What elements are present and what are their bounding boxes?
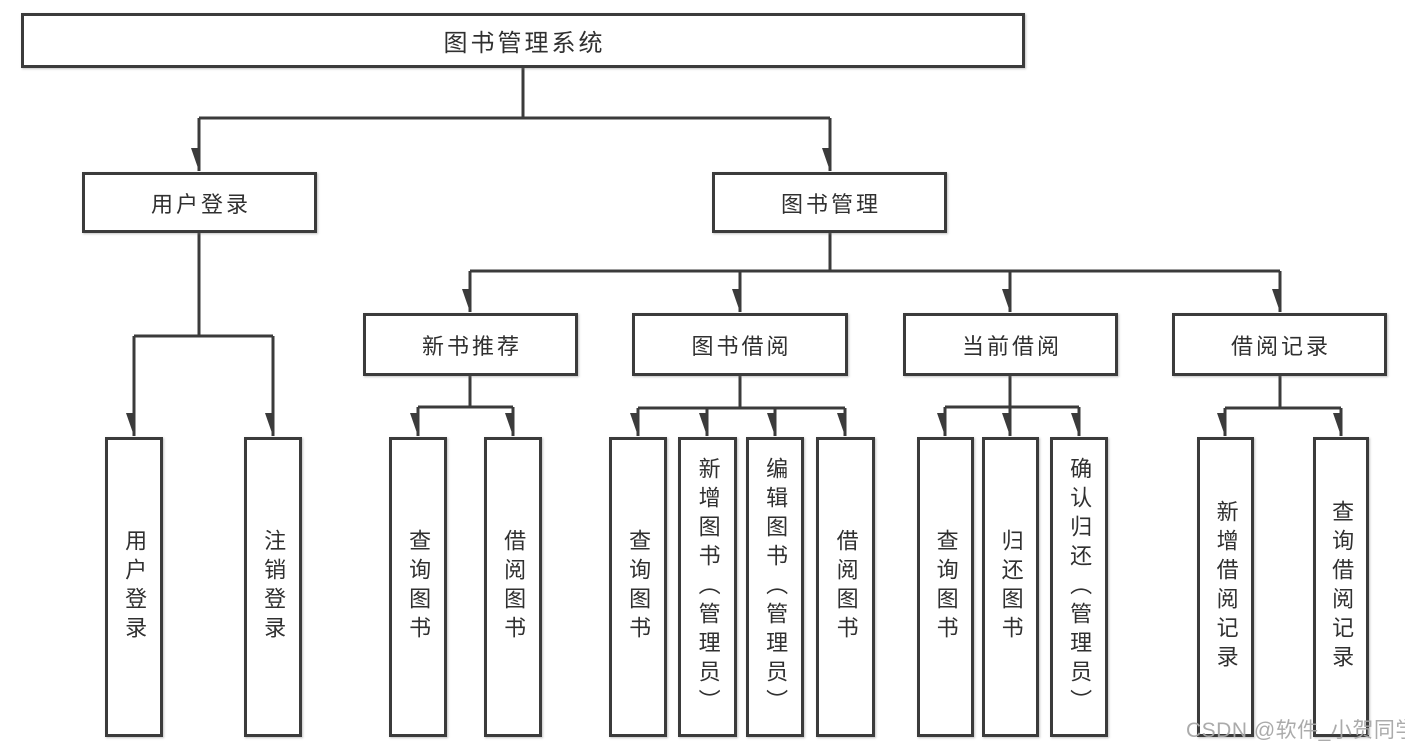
node-library-management-system: 图书管理系统 bbox=[21, 13, 1025, 68]
leaf-query-books-2: 查询图书 bbox=[609, 437, 667, 737]
leaf-add-borrow-record: 新增借阅记录 bbox=[1197, 437, 1254, 737]
node-label: 注销登录 bbox=[261, 529, 287, 645]
leaf-query-books-1: 查询图书 bbox=[389, 437, 447, 737]
leaf-logout-login: 注销登录 bbox=[244, 437, 302, 737]
csdn-watermark: CSDN @软件_小贺同学 bbox=[1186, 719, 1405, 742]
leaf-edit-book-admin: 编辑图书（管理员） bbox=[746, 437, 804, 737]
node-label: 新增借阅记录 bbox=[1213, 500, 1239, 674]
leaf-borrow-books-2: 借阅图书 bbox=[816, 437, 875, 737]
node-label: 查询图书 bbox=[933, 529, 959, 645]
leaf-return-book: 归还图书 bbox=[982, 437, 1039, 737]
node-label: 查询图书 bbox=[626, 529, 652, 645]
node-user-login: 用户登录 bbox=[82, 172, 317, 233]
node-label: 新增图书（管理员） bbox=[695, 456, 721, 718]
leaf-query-books-3: 查询图书 bbox=[917, 437, 974, 737]
leaf-query-borrow-record: 查询借阅记录 bbox=[1313, 437, 1369, 737]
node-label: 查询借阅记录 bbox=[1329, 500, 1355, 674]
leaf-add-book-admin: 新增图书（管理员） bbox=[678, 437, 737, 737]
node-label: 借阅记录 bbox=[1230, 333, 1331, 359]
node-book-borrow: 图书借阅 bbox=[632, 313, 848, 376]
node-borrow-records: 借阅记录 bbox=[1172, 313, 1387, 376]
node-label: 用户登录 bbox=[150, 191, 251, 217]
node-label: 图书管理系统 bbox=[443, 30, 606, 57]
node-label: 查询图书 bbox=[406, 529, 432, 645]
node-label: 图书借阅 bbox=[691, 333, 792, 359]
node-label: 归还图书 bbox=[998, 529, 1024, 645]
node-new-book-recommend: 新书推荐 bbox=[363, 313, 578, 376]
node-label: 编辑图书（管理员） bbox=[763, 456, 789, 718]
tree-skeleton-lines bbox=[134, 68, 1341, 410]
node-label: 用户登录 bbox=[122, 529, 148, 645]
node-label: 当前借阅 bbox=[961, 333, 1062, 359]
leaf-confirm-return-admin: 确认归还（管理员） bbox=[1050, 437, 1108, 737]
node-book-management: 图书管理 bbox=[712, 172, 947, 233]
node-label: 新书推荐 bbox=[421, 333, 522, 359]
node-current-borrow: 当前借阅 bbox=[903, 313, 1118, 376]
node-label: 确认归还（管理员） bbox=[1067, 456, 1093, 718]
node-label: 图书管理 bbox=[780, 191, 881, 217]
leaf-user-login: 用户登录 bbox=[105, 437, 163, 737]
node-label: 借阅图书 bbox=[501, 529, 527, 645]
leaf-borrow-books-1: 借阅图书 bbox=[484, 437, 542, 737]
node-label: 借阅图书 bbox=[833, 529, 859, 645]
